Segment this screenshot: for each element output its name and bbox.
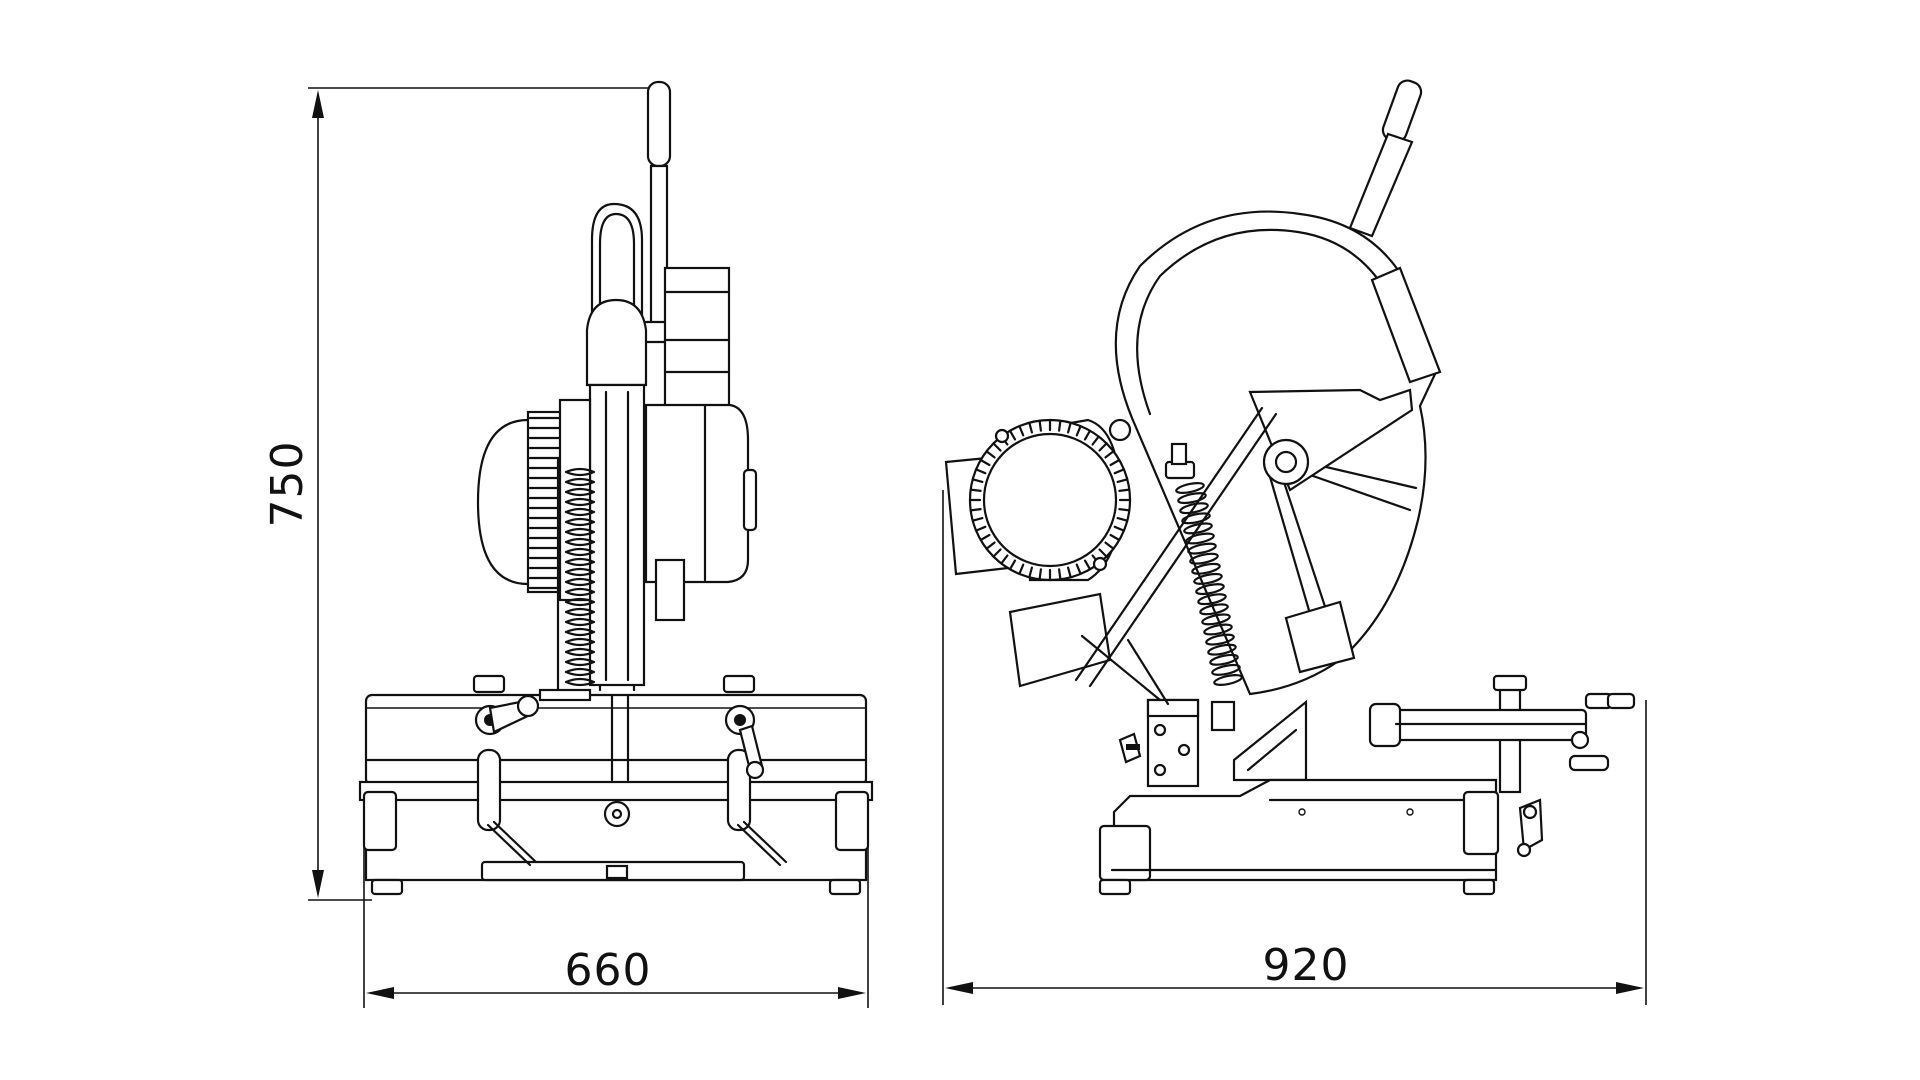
- front-spring: [564, 467, 596, 687]
- front-left-clamp: [472, 674, 540, 867]
- width-dimension: 660: [363, 830, 869, 1008]
- side-fence: [1232, 699, 1308, 782]
- side-motor: [944, 418, 1132, 688]
- width-dimension-label: 660: [565, 945, 652, 996]
- side-base: [1098, 778, 1500, 896]
- side-motor-gear-teeth: [968, 418, 1132, 582]
- front-right-clamp: [722, 674, 788, 867]
- length-dimension: 920: [942, 490, 1647, 1005]
- side-view: [944, 79, 1636, 896]
- height-dimension-label: 750: [262, 441, 313, 528]
- front-motor-housing: [644, 266, 758, 622]
- front-blade-guard: [585, 202, 648, 692]
- height-dimension: 750: [262, 87, 665, 901]
- side-blade-guard: [1108, 210, 1442, 696]
- front-view: [358, 80, 874, 896]
- side-vise-screw: [1368, 674, 1636, 858]
- side-pivot-bracket: [1080, 634, 1236, 788]
- length-dimension-label: 920: [1263, 940, 1350, 991]
- front-base: [358, 688, 874, 896]
- side-spring: [1175, 482, 1243, 686]
- side-handle: [1348, 79, 1423, 238]
